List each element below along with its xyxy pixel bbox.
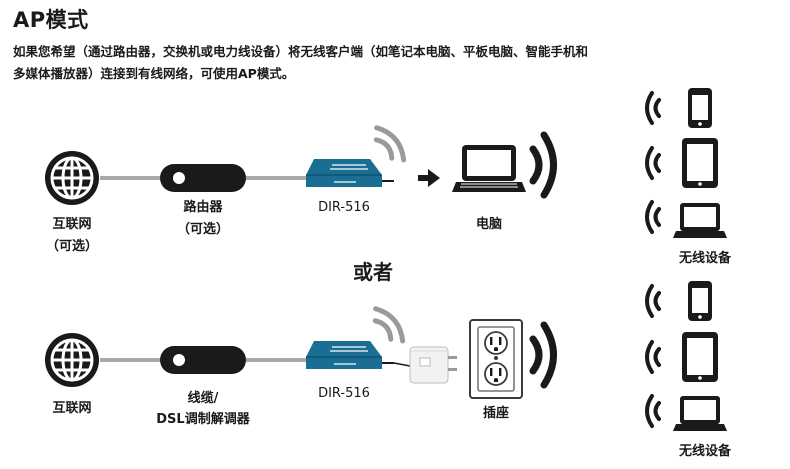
description-line-2: 多媒体播放器）连接到有线网络，可使用AP模式。	[13, 66, 295, 81]
access-point-icon	[305, 340, 395, 370]
power-adapter-icon	[393, 346, 457, 384]
wifi-signal-icon	[645, 284, 661, 318]
laptop-icon	[673, 396, 727, 431]
wifi-signal-icon	[533, 325, 554, 385]
wireless-devices-label-top: 无线设备	[678, 251, 731, 266]
tablet-icon	[682, 332, 718, 382]
description-line-1: 如果您希望（通过路由器，交换机或电力线设备）将无线客户端（如笔记本电脑、平板电脑…	[13, 44, 589, 59]
router-icon	[160, 164, 246, 192]
internet-optional-label: （可选）	[45, 239, 98, 254]
access-point-icon	[305, 158, 395, 188]
wireless-devices-label-bottom: 无线设备	[678, 444, 731, 459]
laptop-icon	[451, 144, 527, 193]
client-label: 电脑	[475, 217, 502, 232]
internet-label-bottom: 互联网	[52, 401, 92, 416]
modem-label-line-2: DSL调制解调器	[156, 412, 250, 427]
tablet-icon	[682, 138, 718, 188]
description: 如果您希望（通过路由器，交换机或电力线设备）将无线客户端（如笔记本电脑、平板电脑…	[13, 41, 783, 85]
arrow-right-icon	[418, 169, 440, 187]
laptop-icon	[673, 203, 727, 238]
wall-outlet-icon	[469, 319, 523, 399]
power-outlet-label: 插座	[482, 406, 509, 421]
modem-label-line-1: 线缆/	[187, 391, 219, 406]
router-optional-label: （可选）	[176, 222, 229, 237]
wifi-signal-icon	[645, 394, 661, 428]
wifi-signal-icon	[645, 146, 661, 180]
wifi-signal-icon	[645, 91, 661, 125]
internet-label-top: 互联网	[52, 217, 92, 232]
page-title: AP模式	[13, 8, 89, 32]
wifi-signal-icon	[645, 200, 661, 234]
wifi-signal-icon	[645, 340, 661, 374]
separator-label: 或者	[353, 260, 393, 284]
globe-icon	[43, 149, 101, 207]
modem-icon	[160, 346, 246, 374]
wifi-signal-icon	[371, 123, 409, 165]
router-label: 路由器	[183, 200, 223, 215]
globe-icon	[43, 331, 101, 389]
phone-icon	[688, 281, 712, 321]
phone-icon	[688, 88, 712, 128]
wifi-signal-icon	[533, 135, 554, 195]
ap-label-top: DIR-516	[318, 200, 370, 215]
wifi-signal-icon	[370, 304, 408, 346]
ap-label-bottom: DIR-516	[318, 386, 370, 401]
